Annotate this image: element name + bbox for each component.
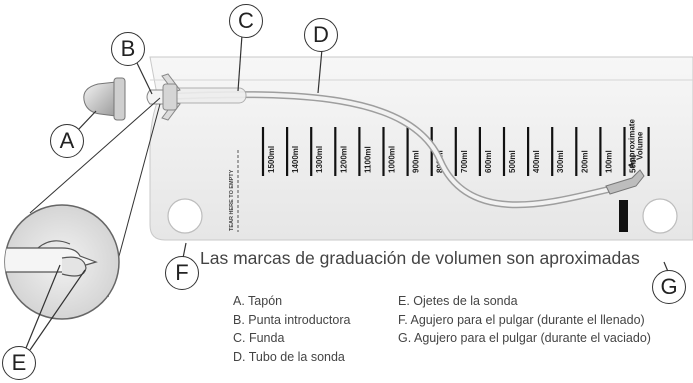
volume-mark-label: 1500ml	[267, 146, 276, 173]
volume-mark-label: 1000ml	[388, 146, 397, 173]
callout-b: B	[111, 32, 145, 66]
legend-right: E. Ojetes de la sonda F. Agujero para el…	[398, 292, 651, 348]
legend-item-a: A. Tapón	[233, 294, 283, 308]
volume-header-line2: Volume	[636, 131, 645, 160]
callout-e: E	[2, 346, 36, 380]
thumb-hole-empty	[642, 198, 678, 234]
tear-label: TEAR HERE TO EMPTY	[229, 169, 235, 231]
callout-e-leader-1	[25, 264, 61, 349]
cap-body	[83, 81, 117, 117]
volume-mark-label: 1100ml	[363, 146, 372, 173]
cap-rim	[113, 77, 126, 121]
volume-mark-label: 1400ml	[291, 146, 300, 173]
volume-mark-label: 1300ml	[315, 146, 324, 173]
volume-mark-label: 1200ml	[339, 146, 348, 173]
catheter-tube-highlight	[176, 92, 617, 207]
volume-mark-label: 600ml	[484, 150, 493, 173]
tube-connector	[605, 169, 645, 195]
legend-item-g: G. Agujero para el pulgar (durante el va…	[398, 331, 651, 345]
volume-mark-label: 700ml	[460, 150, 469, 173]
legend-left: A. Tapón B. Punta introductora C. Funda …	[233, 292, 350, 366]
callout-a: A	[50, 124, 84, 158]
volume-mark-label: 300ml	[556, 150, 565, 173]
volume-mark-label: 100ml	[604, 150, 613, 173]
introducer-collar	[162, 83, 178, 111]
callout-d-leader	[317, 48, 323, 94]
legend-item-d: D. Tubo de la sonda	[233, 349, 345, 364]
callout-f-leader	[182, 242, 187, 259]
volume-mark-label: 200ml	[580, 150, 589, 173]
volume-mark-label: 400ml	[532, 150, 541, 173]
callout-b-leader	[136, 62, 153, 95]
callout-d: D	[304, 18, 338, 52]
eyelet-lower	[61, 256, 87, 277]
callout-g: G	[652, 270, 686, 304]
volume-mark-label: 900ml	[412, 150, 421, 173]
volume-caption: Las marcas de graduación de volumen son …	[200, 248, 640, 268]
callout-e-leader-2	[29, 269, 86, 351]
callout-c: C	[229, 4, 263, 38]
legend-item-b: B. Punta introductora	[233, 312, 351, 327]
legend-item-e: E. Ojetes de la sonda	[398, 294, 518, 308]
callout-a-leader	[77, 110, 97, 131]
volume-mark-label: 500ml	[508, 150, 517, 173]
volume-graduation-marks: 1500ml 1400ml 1300ml 1200ml 1100ml 1000ml 900m…	[261, 127, 650, 176]
thumb-hole-fill	[167, 198, 203, 234]
collection-bag	[149, 56, 693, 241]
callout-f: F	[165, 256, 199, 290]
drain-indicator-bar	[619, 200, 628, 232]
volume-mark-label: 50ml	[629, 155, 638, 173]
volume-header-line1: Approximate	[628, 119, 637, 168]
legend-item-f: F. Agujero para el pulgar (durante el ll…	[398, 312, 645, 327]
legend-item-c: C. Funda	[233, 331, 285, 345]
zoom-leader-top	[29, 97, 161, 214]
eyelet-upper	[37, 240, 71, 249]
callout-c-leader	[237, 34, 243, 92]
